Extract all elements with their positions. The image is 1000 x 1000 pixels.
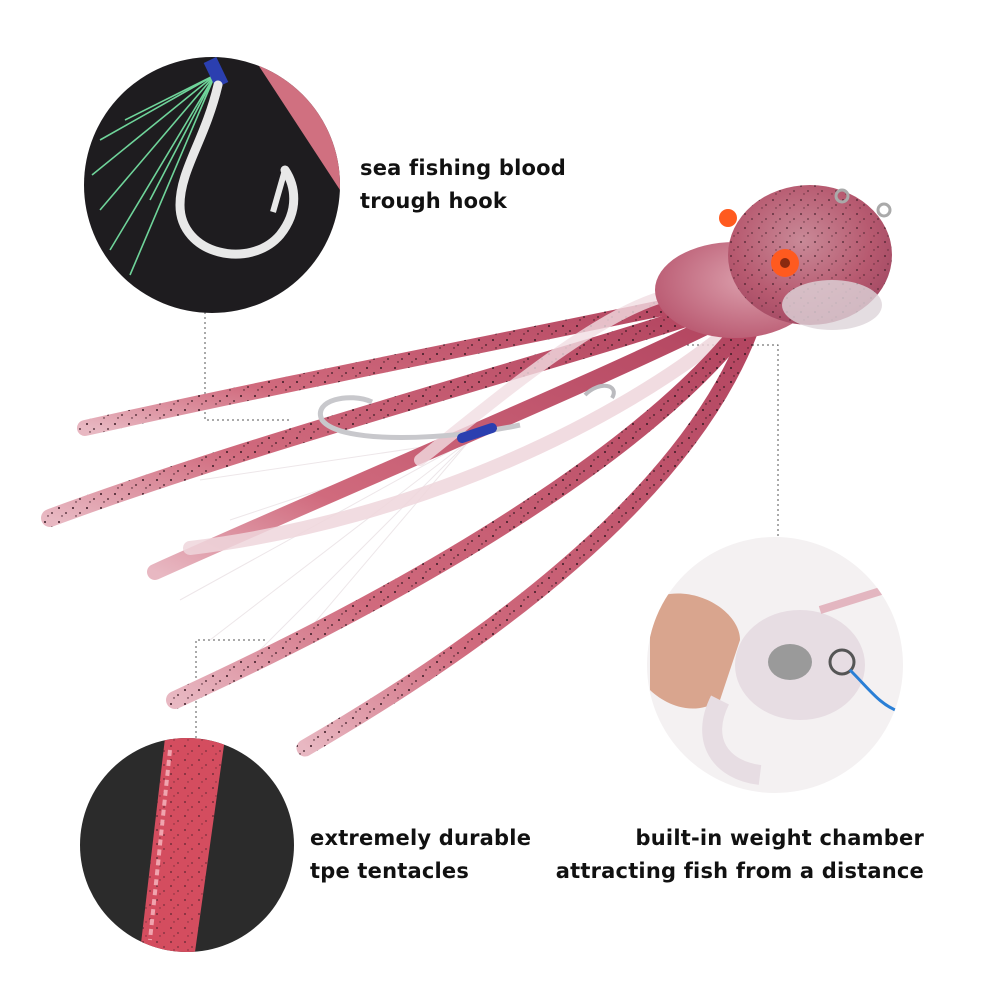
weight-caption: built-in weight chamber attracting fish … — [556, 822, 924, 888]
callout-connector-lines — [195, 312, 779, 748]
tentacle-caption-line-2: tpe tentacles — [310, 859, 470, 883]
weight-caption-line-2: attracting fish from a distance — [555, 859, 924, 883]
hook-caption-line-2: trough hook — [360, 189, 508, 213]
tentacle-caption-line-1: extremely durable — [310, 826, 532, 850]
octopus-tentacles — [41, 286, 759, 757]
tentacle-detail-image — [80, 738, 294, 952]
inner-hook — [317, 383, 616, 443]
weight-chamber-detail-image — [647, 537, 903, 793]
tentacle-caption: extremely durable tpe tentacles — [310, 822, 531, 888]
hook-caption-line-1: sea fishing blood — [360, 156, 567, 180]
weight-caption-line-1: built-in weight chamber — [635, 826, 924, 850]
hook-caption: sea fishing blood trough hook — [360, 152, 566, 218]
octopus-head — [655, 185, 892, 338]
hook-detail-image — [84, 57, 340, 313]
